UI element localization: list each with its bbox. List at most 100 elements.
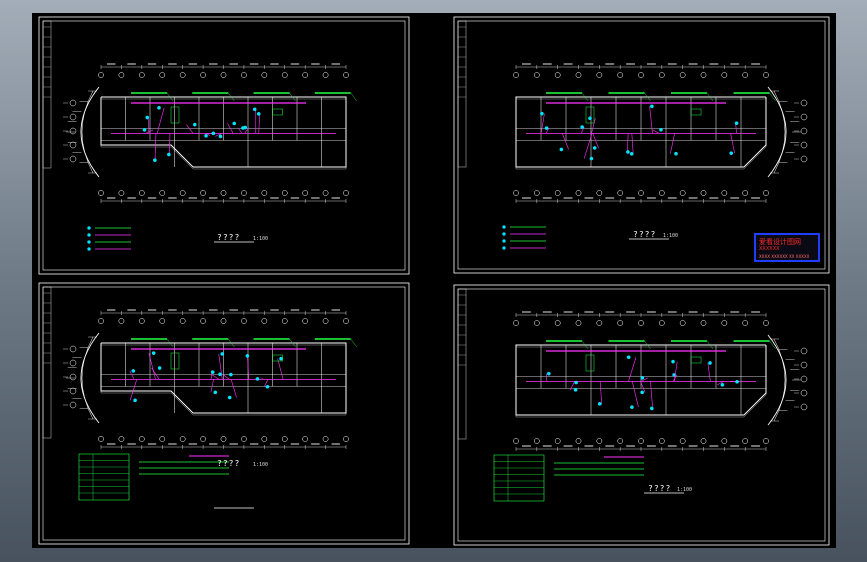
wiring-branch bbox=[215, 133, 222, 137]
equipment-block bbox=[585, 354, 595, 372]
grid-bubble bbox=[159, 436, 166, 442]
grid-bubble bbox=[679, 438, 686, 444]
sheet-frame-2[interactable] bbox=[453, 16, 830, 274]
annotation-leader bbox=[769, 92, 776, 102]
sheet-2-title: ???? bbox=[633, 230, 657, 239]
wiring-branch bbox=[210, 379, 214, 393]
grid-bubble bbox=[69, 127, 77, 135]
light-fixture bbox=[265, 384, 270, 389]
wiring-branch bbox=[570, 381, 575, 390]
grid-bubble bbox=[138, 318, 145, 324]
grid-bubble bbox=[638, 320, 644, 326]
grid-bubble bbox=[513, 190, 519, 196]
sheet-frame-3[interactable] bbox=[38, 282, 410, 545]
grid-bubble bbox=[118, 72, 125, 78]
grid-bubble bbox=[322, 190, 329, 196]
light-fixture bbox=[671, 359, 675, 364]
wiring-branch bbox=[156, 107, 165, 134]
grid-bubble bbox=[179, 190, 186, 196]
wiring-branch bbox=[652, 129, 660, 134]
grid-bubble bbox=[281, 436, 288, 442]
building-outline-inner bbox=[100, 344, 347, 416]
light-fixture bbox=[649, 406, 654, 411]
grid-bubble bbox=[800, 99, 808, 107]
grid-bubble bbox=[302, 190, 309, 196]
light-fixture bbox=[204, 133, 208, 138]
grid-bubble bbox=[69, 141, 77, 149]
sheet-4-title: ???? bbox=[648, 484, 672, 493]
wiring-branch bbox=[561, 133, 569, 150]
grid-bubble bbox=[554, 72, 561, 78]
wiring-branch bbox=[641, 377, 648, 382]
grid-bubble bbox=[721, 190, 728, 196]
annotation-leader bbox=[581, 92, 589, 102]
light-fixture bbox=[256, 111, 261, 116]
annotation-leader bbox=[228, 338, 235, 348]
wiring-branch bbox=[583, 133, 593, 159]
wiring-branch bbox=[627, 133, 629, 152]
grid-bubble bbox=[800, 375, 808, 383]
grid-bubble bbox=[138, 190, 145, 196]
grid-bubble bbox=[617, 320, 624, 326]
legend-symbol bbox=[87, 247, 91, 251]
grid-bubble bbox=[575, 72, 582, 78]
wiring-branch bbox=[631, 381, 639, 408]
grid-bubble bbox=[200, 72, 206, 78]
light-fixture bbox=[243, 125, 248, 130]
grid-bubble bbox=[617, 190, 624, 196]
grid-bubble bbox=[700, 320, 707, 326]
grid-bubble bbox=[721, 438, 728, 444]
light-fixture bbox=[157, 105, 161, 110]
light-fixture bbox=[573, 387, 578, 392]
grid-bubble bbox=[118, 436, 125, 442]
grid-bubble bbox=[159, 190, 166, 196]
grid-bubble bbox=[302, 436, 309, 442]
curved-stair-inner bbox=[773, 338, 786, 422]
grid-bubble bbox=[159, 72, 166, 78]
grid-bubble bbox=[596, 190, 603, 196]
binding-strip bbox=[457, 288, 467, 440]
curved-stair-wall bbox=[80, 86, 100, 178]
sheet-frame-1[interactable] bbox=[38, 16, 410, 275]
light-fixture bbox=[588, 116, 592, 121]
grid-bubble bbox=[69, 373, 77, 381]
grid-bubble bbox=[69, 155, 77, 163]
grid-bubble bbox=[69, 113, 77, 121]
wiring-branch bbox=[258, 113, 261, 134]
stamp-line-2: XXXXXX bbox=[759, 246, 780, 252]
annotation-leader bbox=[166, 92, 174, 102]
legend-symbol bbox=[502, 225, 506, 229]
curved-stair-inner bbox=[81, 90, 94, 174]
sheet-frame-4[interactable] bbox=[453, 284, 830, 546]
building-outline-inner bbox=[515, 98, 767, 170]
equipment-block bbox=[690, 108, 702, 116]
wiring-branch bbox=[238, 127, 243, 134]
grid-bubble bbox=[658, 438, 665, 444]
wiring-branch bbox=[154, 133, 157, 161]
light-fixture bbox=[142, 128, 147, 132]
light-fixture bbox=[592, 146, 597, 150]
curved-stair-wall bbox=[767, 86, 787, 178]
binding-strip bbox=[42, 286, 52, 439]
grid-bubble bbox=[200, 436, 206, 442]
annotation-leader bbox=[706, 340, 714, 350]
light-fixture bbox=[640, 390, 645, 395]
grid-bubble bbox=[800, 127, 808, 135]
grid-bubble bbox=[596, 72, 603, 78]
light-fixture bbox=[629, 151, 634, 156]
grid-bubble bbox=[533, 190, 540, 196]
grid-bubble bbox=[322, 318, 329, 324]
stamp-line-1: 爱看设计图网 bbox=[759, 238, 801, 246]
sheet-3-scale: 1:100 bbox=[253, 462, 269, 468]
light-fixture bbox=[133, 398, 137, 403]
building-outline-inner bbox=[515, 346, 767, 418]
wiring-branch bbox=[640, 381, 646, 393]
grid-bubble bbox=[69, 99, 77, 107]
light-fixture bbox=[734, 121, 739, 126]
grid-bubble bbox=[179, 436, 186, 442]
light-fixture bbox=[145, 115, 150, 120]
grid-bubble bbox=[513, 438, 519, 444]
light-fixture bbox=[540, 111, 544, 116]
grid-bubble bbox=[118, 190, 125, 196]
